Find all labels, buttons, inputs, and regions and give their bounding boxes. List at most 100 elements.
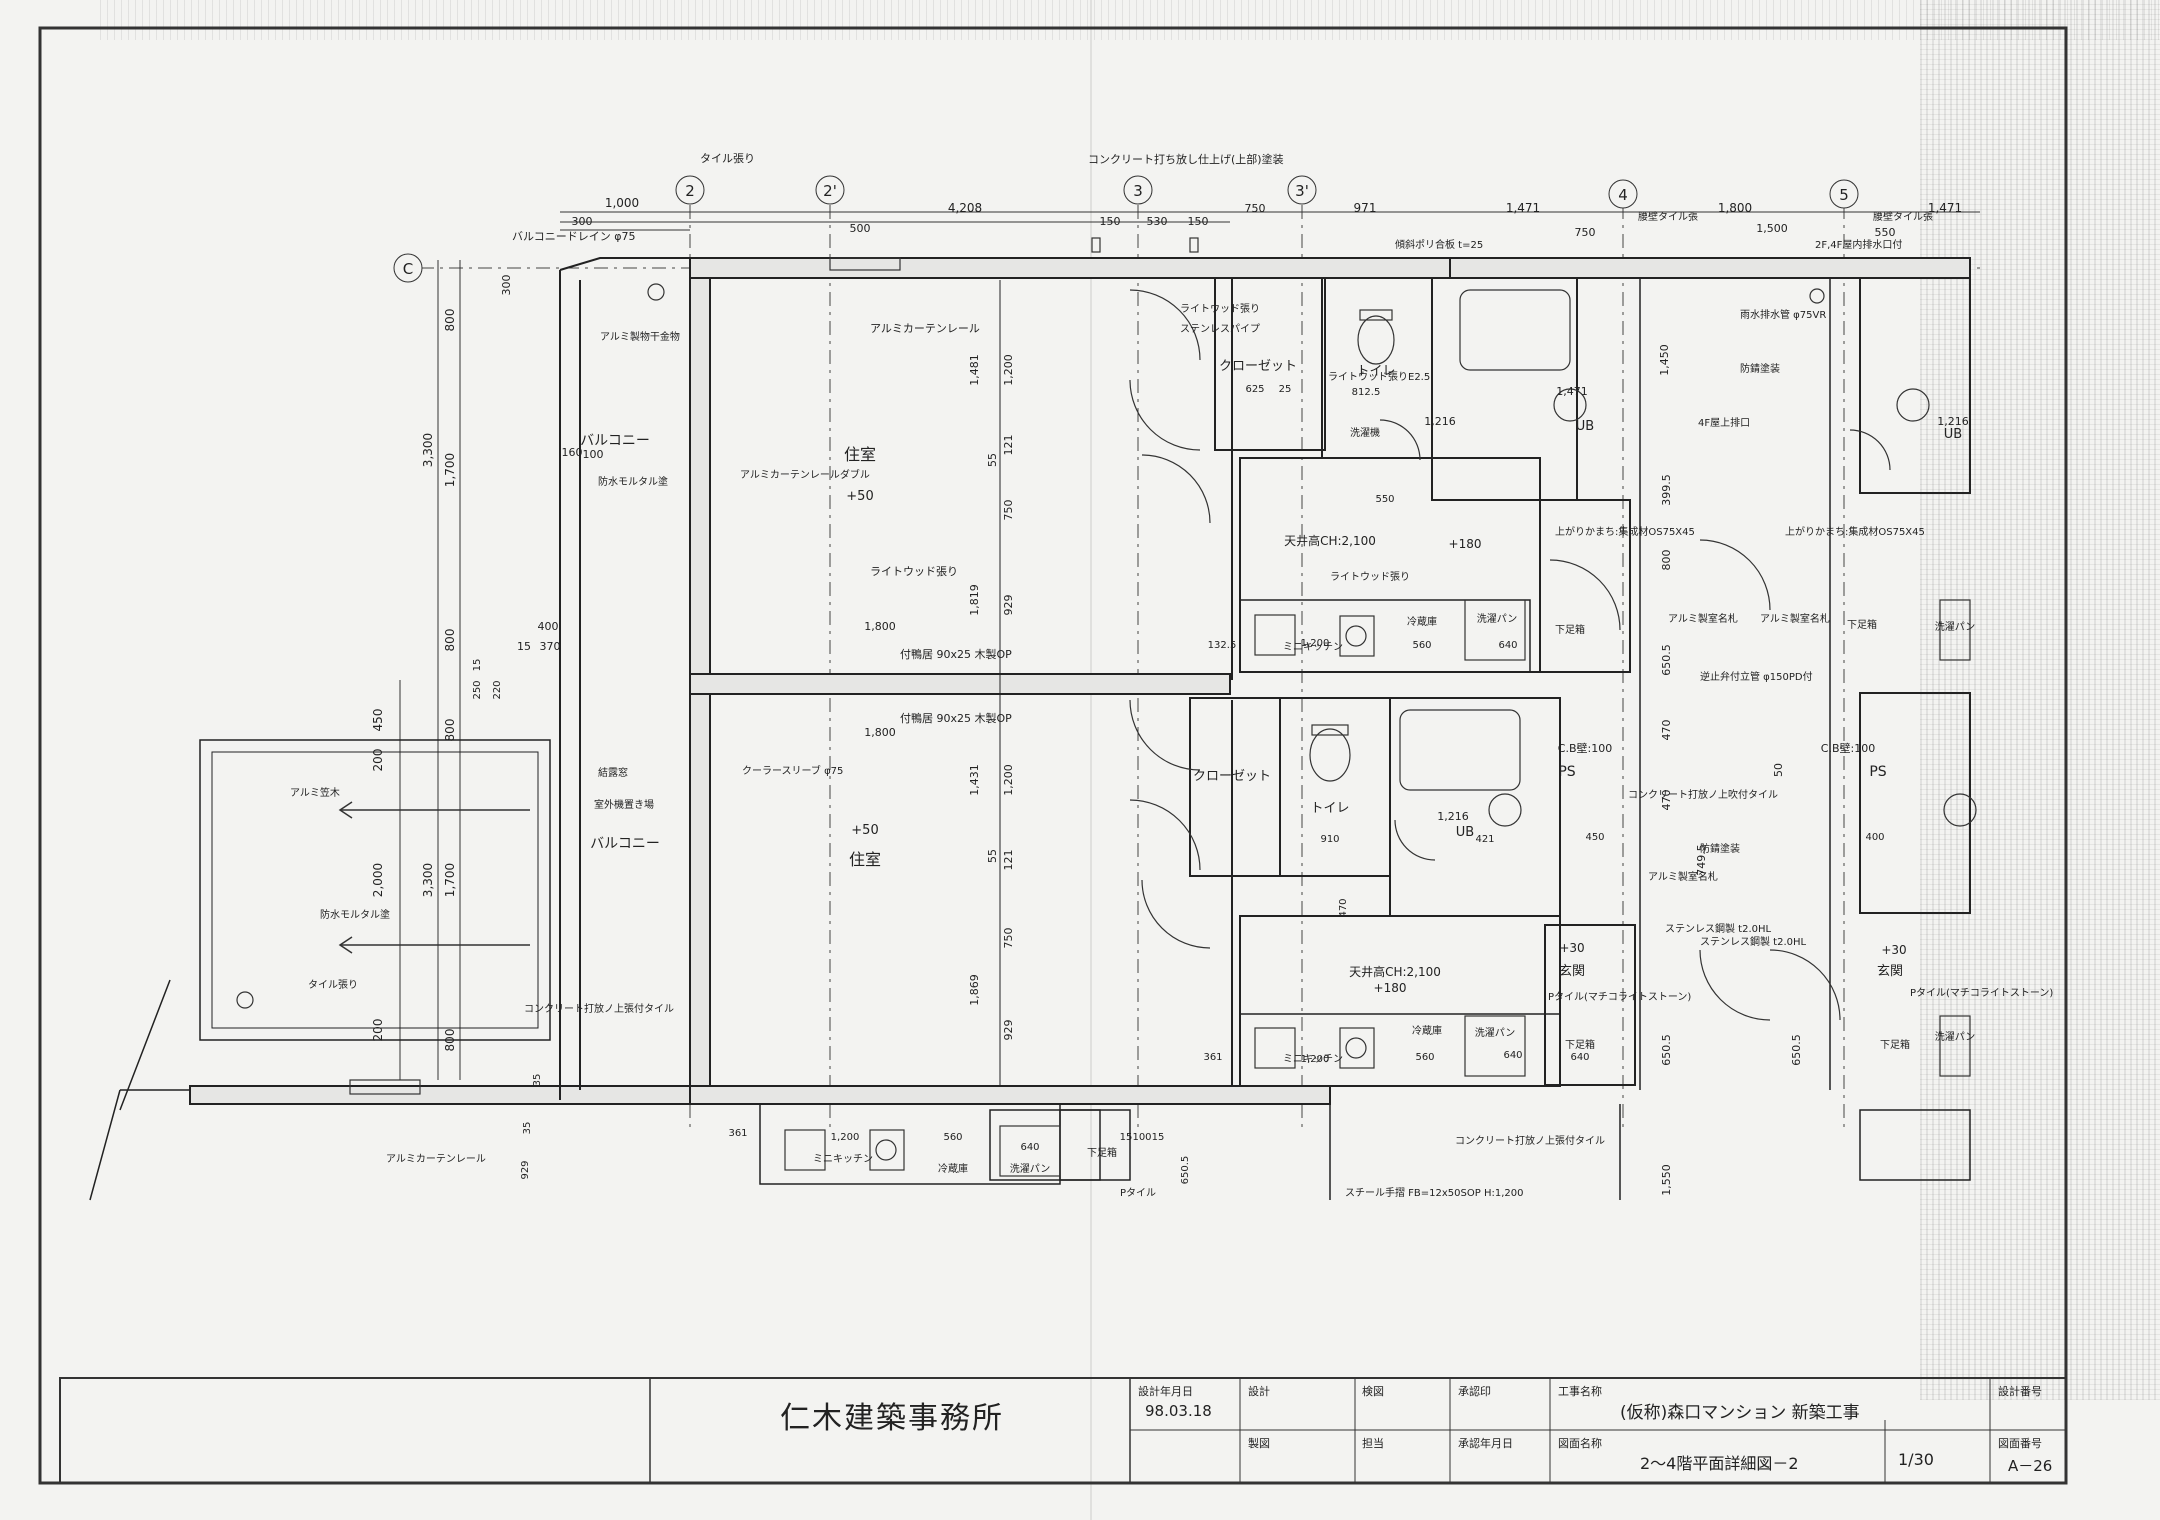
level-mark: +50 xyxy=(846,489,873,504)
grid-bubble-2: 2 xyxy=(675,175,705,205)
scale: 1/30 xyxy=(1898,1450,1934,1469)
scan-noise-top xyxy=(100,0,2160,40)
dim-label: 1,450 xyxy=(1658,344,1671,376)
note-lightwood: ライトウッド張り xyxy=(1330,571,1410,583)
note-rail: アルミカーテンレール xyxy=(870,322,980,335)
walls xyxy=(89,257,1971,1201)
note-ptile: Pタイル xyxy=(1120,1187,1156,1199)
dim-label: 15 xyxy=(472,659,483,672)
dim-label: 750 xyxy=(1575,226,1596,239)
drawing-no-label: 図面番号 xyxy=(1998,1437,2042,1450)
design-date: 98.03.18 xyxy=(1145,1402,1212,1420)
grid-bubble-C: C xyxy=(393,253,423,283)
grid-label: 2 xyxy=(685,182,695,200)
note-drain: バルコニードレイン φ75 xyxy=(512,230,636,243)
dim-label: 800 xyxy=(443,719,457,742)
dim-label: 800 xyxy=(443,309,457,332)
fixture-label: 下足箱 xyxy=(1555,623,1585,636)
dim-label: 1,800 xyxy=(864,620,896,633)
fixture-label: 洗濯パン xyxy=(1010,1163,1051,1175)
dim-label: 1,819 xyxy=(968,584,981,616)
dim-label: 640 xyxy=(1503,1050,1522,1061)
left-dimension-chain xyxy=(399,260,461,1080)
note-sill: 上がりかまち:集成材OS75X45 xyxy=(1785,525,1925,538)
dim-label: 100 xyxy=(1132,1132,1151,1143)
dim-label: 910 xyxy=(1320,834,1339,845)
dim-label: 1,200 xyxy=(1301,638,1330,649)
drawing-no: A－26 xyxy=(2008,1457,2053,1475)
note-wash: 洗濯機 xyxy=(1350,426,1380,439)
dim-label: 1,869 xyxy=(968,974,981,1006)
ub-label: UB xyxy=(1944,427,1962,442)
dim-label: 812.5 xyxy=(1352,387,1381,398)
dim-label: 650.5 xyxy=(1660,1034,1673,1066)
grid-label: 3' xyxy=(1295,182,1309,200)
dim-label: 2,000 xyxy=(371,863,385,897)
level-mark: +30 xyxy=(1559,941,1584,955)
note-drain-valve: 逆止弁付立管 φ150PD付 xyxy=(1700,670,1813,683)
annotations: タイル張り コンクリート打ち放し仕上げ(上部)塗装 バルコニードレイン φ75 … xyxy=(290,152,2053,1199)
level-mark: +180 xyxy=(1374,981,1407,995)
project-name: (仮称)森口マンション 新築工事 xyxy=(1620,1403,1860,1423)
note-eave: 結露窓 xyxy=(598,766,628,779)
dim-label: 132.5 xyxy=(1208,640,1237,651)
dim-label: 1,471 xyxy=(1928,201,1962,215)
dim-label: 750 xyxy=(1002,928,1015,949)
dim-label: 4,208 xyxy=(948,201,982,215)
dim-label: 1,216 xyxy=(1424,415,1456,428)
dim-label: 640 xyxy=(1498,640,1517,651)
room-label-balcony-upper: バルコニー xyxy=(580,433,650,449)
dim-label: 1,000 xyxy=(605,196,639,210)
ub-label: UB xyxy=(1456,825,1474,840)
ceiling-height-upper: 天井高CH:2,100 xyxy=(1284,533,1376,548)
dim-label: 470 xyxy=(1660,790,1673,811)
grid-bubble-3p: 3' xyxy=(1287,175,1317,205)
fixture-label: ミニキッチン xyxy=(813,1153,873,1165)
dim-label: 1,200 xyxy=(1002,354,1015,386)
design-date-label: 設計年月日 xyxy=(1138,1385,1193,1398)
note-waterproof: 防水モルタル塗 xyxy=(320,908,390,921)
room-label-toilet-upper: トイレ xyxy=(1356,364,1395,379)
door-swings xyxy=(1129,289,1891,1021)
room-label-living-lower: 住室 xyxy=(849,850,881,869)
note-ptile: Pタイル(マチコライトストーン) xyxy=(1910,987,2053,999)
note-rail: アルミカーテンレール xyxy=(386,1153,486,1165)
dim-label: 1,800 xyxy=(864,726,896,739)
dim-label: 530 xyxy=(1147,215,1168,228)
dim-label: 100 xyxy=(583,448,604,461)
fixture-label: 洗濯パン xyxy=(1475,1027,1516,1039)
dim-label: 3,300 xyxy=(421,433,435,467)
dim-label: 640 xyxy=(1020,1142,1039,1153)
dim-label: 300 xyxy=(500,275,513,296)
dim-label: 200 xyxy=(371,749,385,772)
dim-label: 650.5 xyxy=(1660,644,1673,676)
cb-label: C.B壁:100 xyxy=(1558,741,1612,755)
room-label-closet-lower: クローゼット xyxy=(1193,769,1271,784)
dim-label: 1,200 xyxy=(831,1132,860,1143)
dim-label: 800 xyxy=(1660,550,1673,571)
dim-label: 400 xyxy=(1865,832,1884,843)
fixture-label: 洗濯パン xyxy=(1935,1031,1976,1043)
fixture-label: 下足箱 xyxy=(1565,1038,1595,1051)
dim-label: 399.5 xyxy=(1660,474,1673,506)
dim-label: 650.5 xyxy=(1180,1156,1191,1185)
dim-label: 650.5 xyxy=(1790,1034,1803,1066)
ps-label: PS xyxy=(1558,764,1575,780)
note-rail-double: アルミカーテンレールダブル xyxy=(740,468,870,481)
grid-lines xyxy=(420,205,1980,1130)
dim-label: 250 xyxy=(472,680,483,699)
dim-label: 121 xyxy=(1002,850,1015,871)
room-label-entrance: 玄関 xyxy=(1559,964,1585,979)
dim-label: 1,200 xyxy=(1301,1054,1330,1065)
fixture-label: 下足箱 xyxy=(1880,1038,1910,1051)
scan-noise-right xyxy=(1920,0,2160,1400)
note-rain: 雨水排水管 φ75VR xyxy=(1740,308,1826,321)
room-label-living-upper: 住室 xyxy=(844,445,876,464)
grid-bubble-4: 4 xyxy=(1608,179,1638,209)
office-name: 仁木建築事務所 xyxy=(780,1401,1004,1436)
dim-label: 400 xyxy=(538,620,559,633)
note-anti: 防錆塗装 xyxy=(1700,842,1740,855)
dim-label: 55 xyxy=(986,453,999,467)
note-alu-fence: アルミ製室名札 xyxy=(1648,870,1718,883)
dim-label: 450 xyxy=(371,709,385,732)
